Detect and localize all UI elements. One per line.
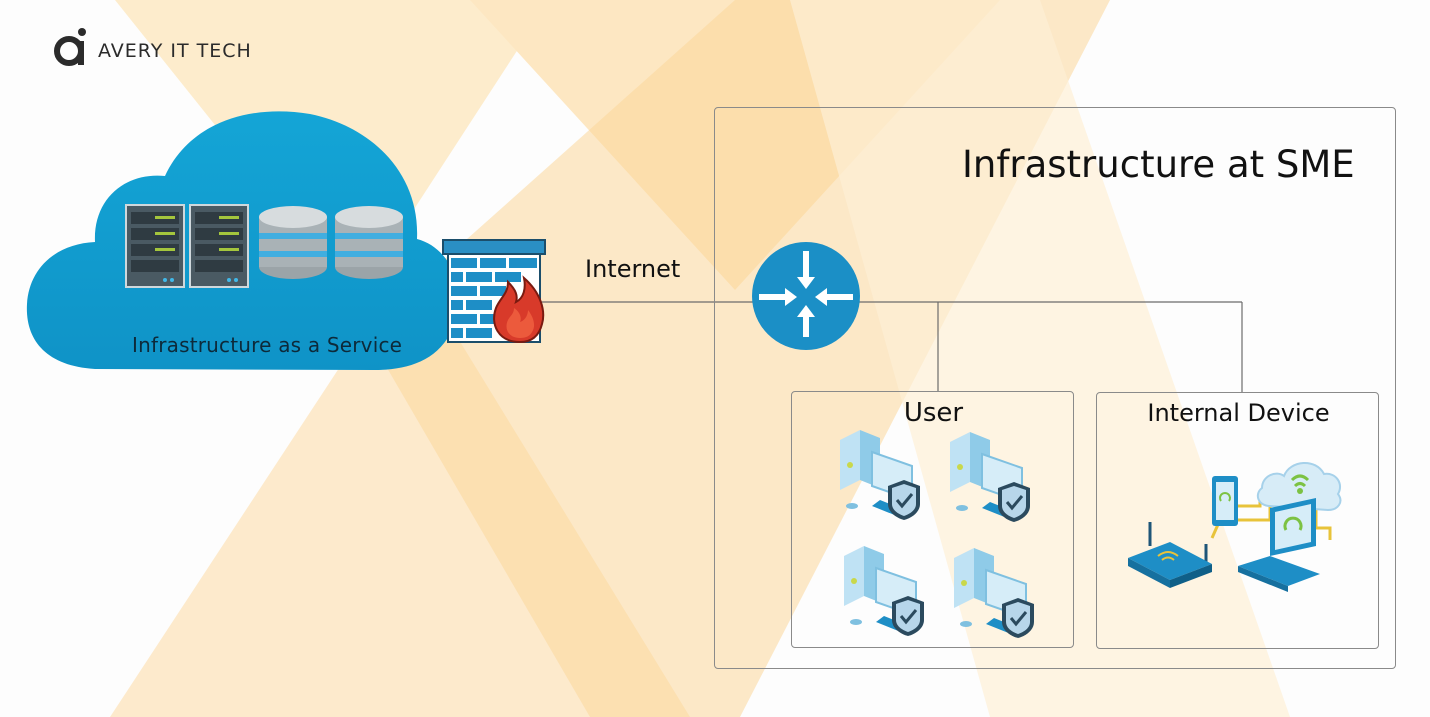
router-icon — [752, 242, 860, 350]
sme-title: Infrastructure at SME — [962, 143, 1355, 186]
workstation-icon — [844, 546, 924, 636]
cloud-label: Infrastructure as a Service — [132, 333, 403, 357]
workstation-icon — [840, 430, 920, 520]
user-group-box: User — [791, 391, 1074, 648]
firewall-icon — [442, 239, 546, 344]
workstation-icon — [950, 432, 1030, 522]
server-rack-icon — [125, 204, 249, 288]
internal-device-title: Internal Device — [1147, 399, 1330, 427]
network-devices-icon — [1128, 462, 1342, 592]
workstation-icon — [954, 548, 1034, 638]
database-icon — [259, 206, 403, 279]
user-group-title: User — [903, 398, 964, 428]
brand-name: AVERY IT TECH — [98, 40, 252, 62]
bg-band-right — [790, 0, 1290, 717]
sme-infrastructure-box — [714, 107, 1396, 669]
internet-label: Internet — [585, 255, 681, 283]
internal-device-box: Internal Device — [1096, 392, 1379, 649]
avery-logo-icon — [54, 28, 86, 66]
